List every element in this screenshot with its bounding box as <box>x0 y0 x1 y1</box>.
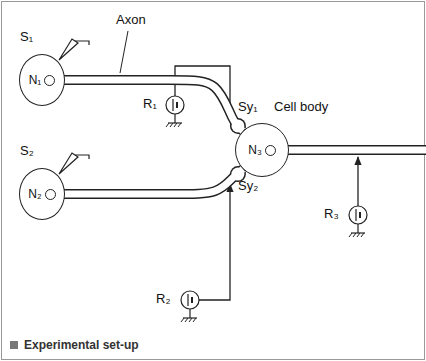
stimulating-electrode <box>59 39 89 60</box>
part-label: S₂ <box>20 144 34 159</box>
neuron-name: N₁ <box>29 73 42 87</box>
recording-electrode <box>181 184 230 322</box>
stimulating-electrode <box>59 153 89 174</box>
axon <box>64 166 246 194</box>
part-label: Axon <box>116 13 146 28</box>
neuron-cell-body: N₃ <box>235 123 289 177</box>
part-label: R₃ <box>324 207 339 222</box>
illustration <box>59 31 426 322</box>
neuron-cell-body: N₁ <box>19 54 65 106</box>
neuron-cell-body: N₂ <box>19 168 65 220</box>
part-label: R₁ <box>143 97 157 112</box>
axon <box>64 80 246 134</box>
part-label: R₂ <box>156 292 170 307</box>
leader-line <box>120 31 128 73</box>
caption-bullet <box>10 341 18 349</box>
figure-caption: Experimental set-up <box>24 338 139 352</box>
part-label: Sy₂ <box>238 179 258 194</box>
part-label: Sy₁ <box>238 100 258 115</box>
neuron-name: N₂ <box>28 187 41 201</box>
part-label: Cell body <box>274 100 328 115</box>
nucleus <box>45 189 56 200</box>
neuron-name: N₃ <box>248 143 262 157</box>
nucleus <box>265 145 276 156</box>
axon-fill <box>280 147 426 154</box>
axons <box>64 80 246 194</box>
axon-outline <box>280 145 426 155</box>
nucleus <box>44 75 55 86</box>
part-label: S₁ <box>20 30 33 45</box>
recording-electrode <box>349 157 367 237</box>
